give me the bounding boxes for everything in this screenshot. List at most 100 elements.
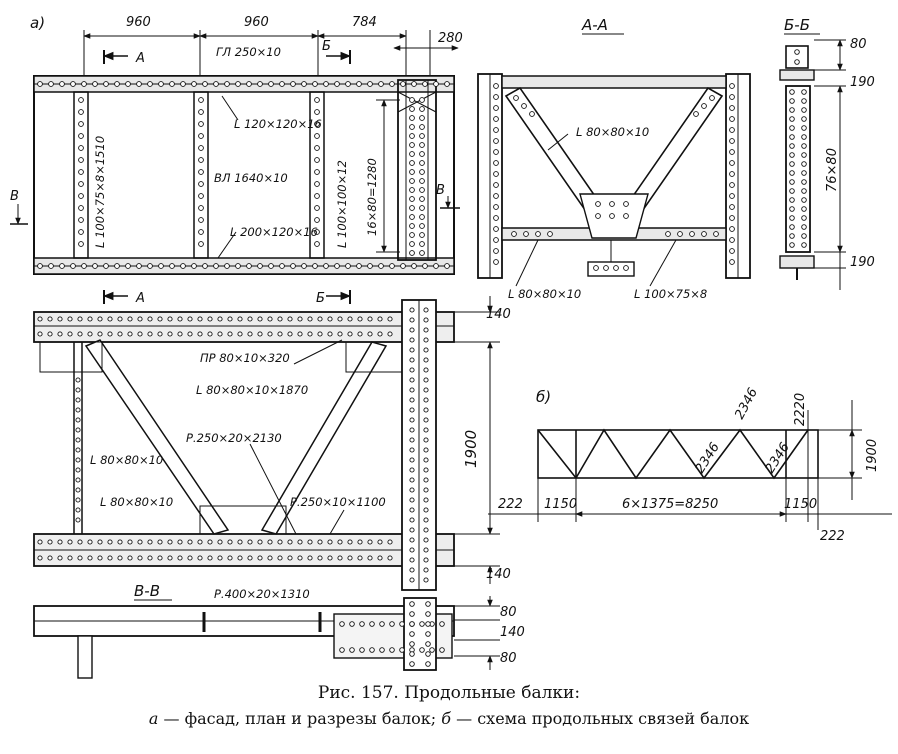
rivet-hole [198, 109, 204, 115]
rivet-hole [317, 539, 323, 545]
bb-dim-190-bottom: 190 [850, 255, 875, 270]
rivet-hole [359, 647, 365, 653]
rivet-hole [334, 263, 340, 269]
rivet-hole [409, 178, 415, 184]
rivet-hole [47, 316, 53, 322]
rivet-hole [367, 331, 373, 337]
rivet-hole [423, 467, 429, 473]
rivet-hole [369, 647, 375, 653]
rivet-hole [423, 447, 429, 453]
rivet-hole [267, 316, 273, 322]
elevation-rivet-holes [37, 81, 450, 269]
rivet-hole [377, 539, 383, 545]
rivet-hole [157, 331, 163, 337]
vv-dim-80-bottom: 80 [500, 651, 517, 666]
rivet-hole [198, 157, 204, 163]
rivet-hole [314, 121, 320, 127]
rivet-hole [257, 316, 263, 322]
rivet-hole [191, 263, 197, 269]
rivet-hole [207, 539, 213, 545]
rivet-hole [114, 263, 120, 269]
rivet-hole [801, 215, 807, 221]
rivet-hole [801, 152, 807, 158]
rivet-hole [409, 205, 415, 211]
rivet-hole [59, 81, 65, 87]
rivet-hole [623, 265, 629, 271]
rivet-hole [237, 555, 243, 561]
rivet-hole [167, 555, 173, 561]
rivet-hole [247, 539, 253, 545]
rivet-hole [409, 507, 415, 513]
rivet-hole [237, 539, 243, 545]
scheme-dim-top-slant: 2346 [732, 386, 761, 422]
rivet-hole [117, 539, 123, 545]
rivet-hole [493, 138, 499, 144]
rivet-hole [409, 457, 415, 463]
stiffener-3 [309, 91, 325, 259]
rivet-hole [409, 250, 415, 256]
rivet-hole [287, 316, 293, 322]
rivet-hole [387, 539, 393, 545]
rivet-hole [257, 263, 263, 269]
rivet-hole [409, 106, 415, 112]
rivet-hole [789, 179, 795, 185]
rivet-hole [603, 265, 609, 271]
rivet-hole [701, 231, 707, 237]
rivet-hole [78, 97, 84, 103]
rivet-hole [77, 331, 83, 337]
bb-top-plate [785, 45, 809, 69]
rivet-hole [409, 196, 415, 202]
rivet-hole [409, 547, 415, 553]
rivet-hole [419, 142, 425, 148]
rivet-hole [423, 317, 429, 323]
rivet-hole [47, 555, 53, 561]
rivet-hole [75, 427, 81, 433]
stiffener-2 [193, 91, 209, 259]
rivet-hole [409, 477, 415, 483]
rivet-hole [729, 160, 735, 166]
rivet-hole [127, 555, 133, 561]
rivet-hole [729, 116, 735, 122]
rivet-hole [169, 81, 175, 87]
rivet-hole [409, 377, 415, 383]
bb-bottom-flange [779, 255, 815, 269]
plan-label-pr: ПР 80×10×320 [200, 351, 290, 365]
rivet-hole [423, 527, 429, 533]
rivet-hole [81, 81, 87, 87]
vv-column [403, 597, 437, 671]
rivet-hole [307, 539, 313, 545]
rivet-hole [78, 181, 84, 187]
rivet-hole [801, 206, 807, 212]
rivet-hole [367, 539, 373, 545]
rivet-hole [59, 263, 65, 269]
rivet-hole [493, 204, 499, 210]
rivet-hole [794, 49, 800, 55]
dim-960-2: 960 [244, 15, 269, 30]
rivet-hole [423, 437, 429, 443]
plan-label-left-low: L 80×80×10 [100, 495, 173, 509]
rivet-hole [419, 647, 425, 653]
rivet-hole [423, 377, 429, 383]
rivet-hole [327, 316, 333, 322]
rivet-hole [257, 81, 263, 87]
rivet-hole [307, 331, 313, 337]
rivet-hole [409, 347, 415, 353]
rivet-hole [268, 81, 274, 87]
rivet-hole [378, 263, 384, 269]
rivet-hole [75, 507, 81, 513]
label-angle-200: L 200×120×16 [230, 225, 318, 239]
rivet-hole [789, 161, 795, 167]
rivet-hole [529, 111, 535, 117]
rivet-hole [78, 193, 84, 199]
rivet-hole [367, 263, 373, 269]
rivet-hole [709, 95, 715, 101]
rivet-hole [423, 387, 429, 393]
rivet-hole [157, 316, 163, 322]
rivet-hole [137, 555, 143, 561]
rivet-hole [198, 241, 204, 247]
rivet-hole [423, 427, 429, 433]
rivet-hole [277, 331, 283, 337]
rivet-hole [801, 179, 807, 185]
rivet-hole [409, 187, 415, 193]
rivet-hole [493, 127, 499, 133]
